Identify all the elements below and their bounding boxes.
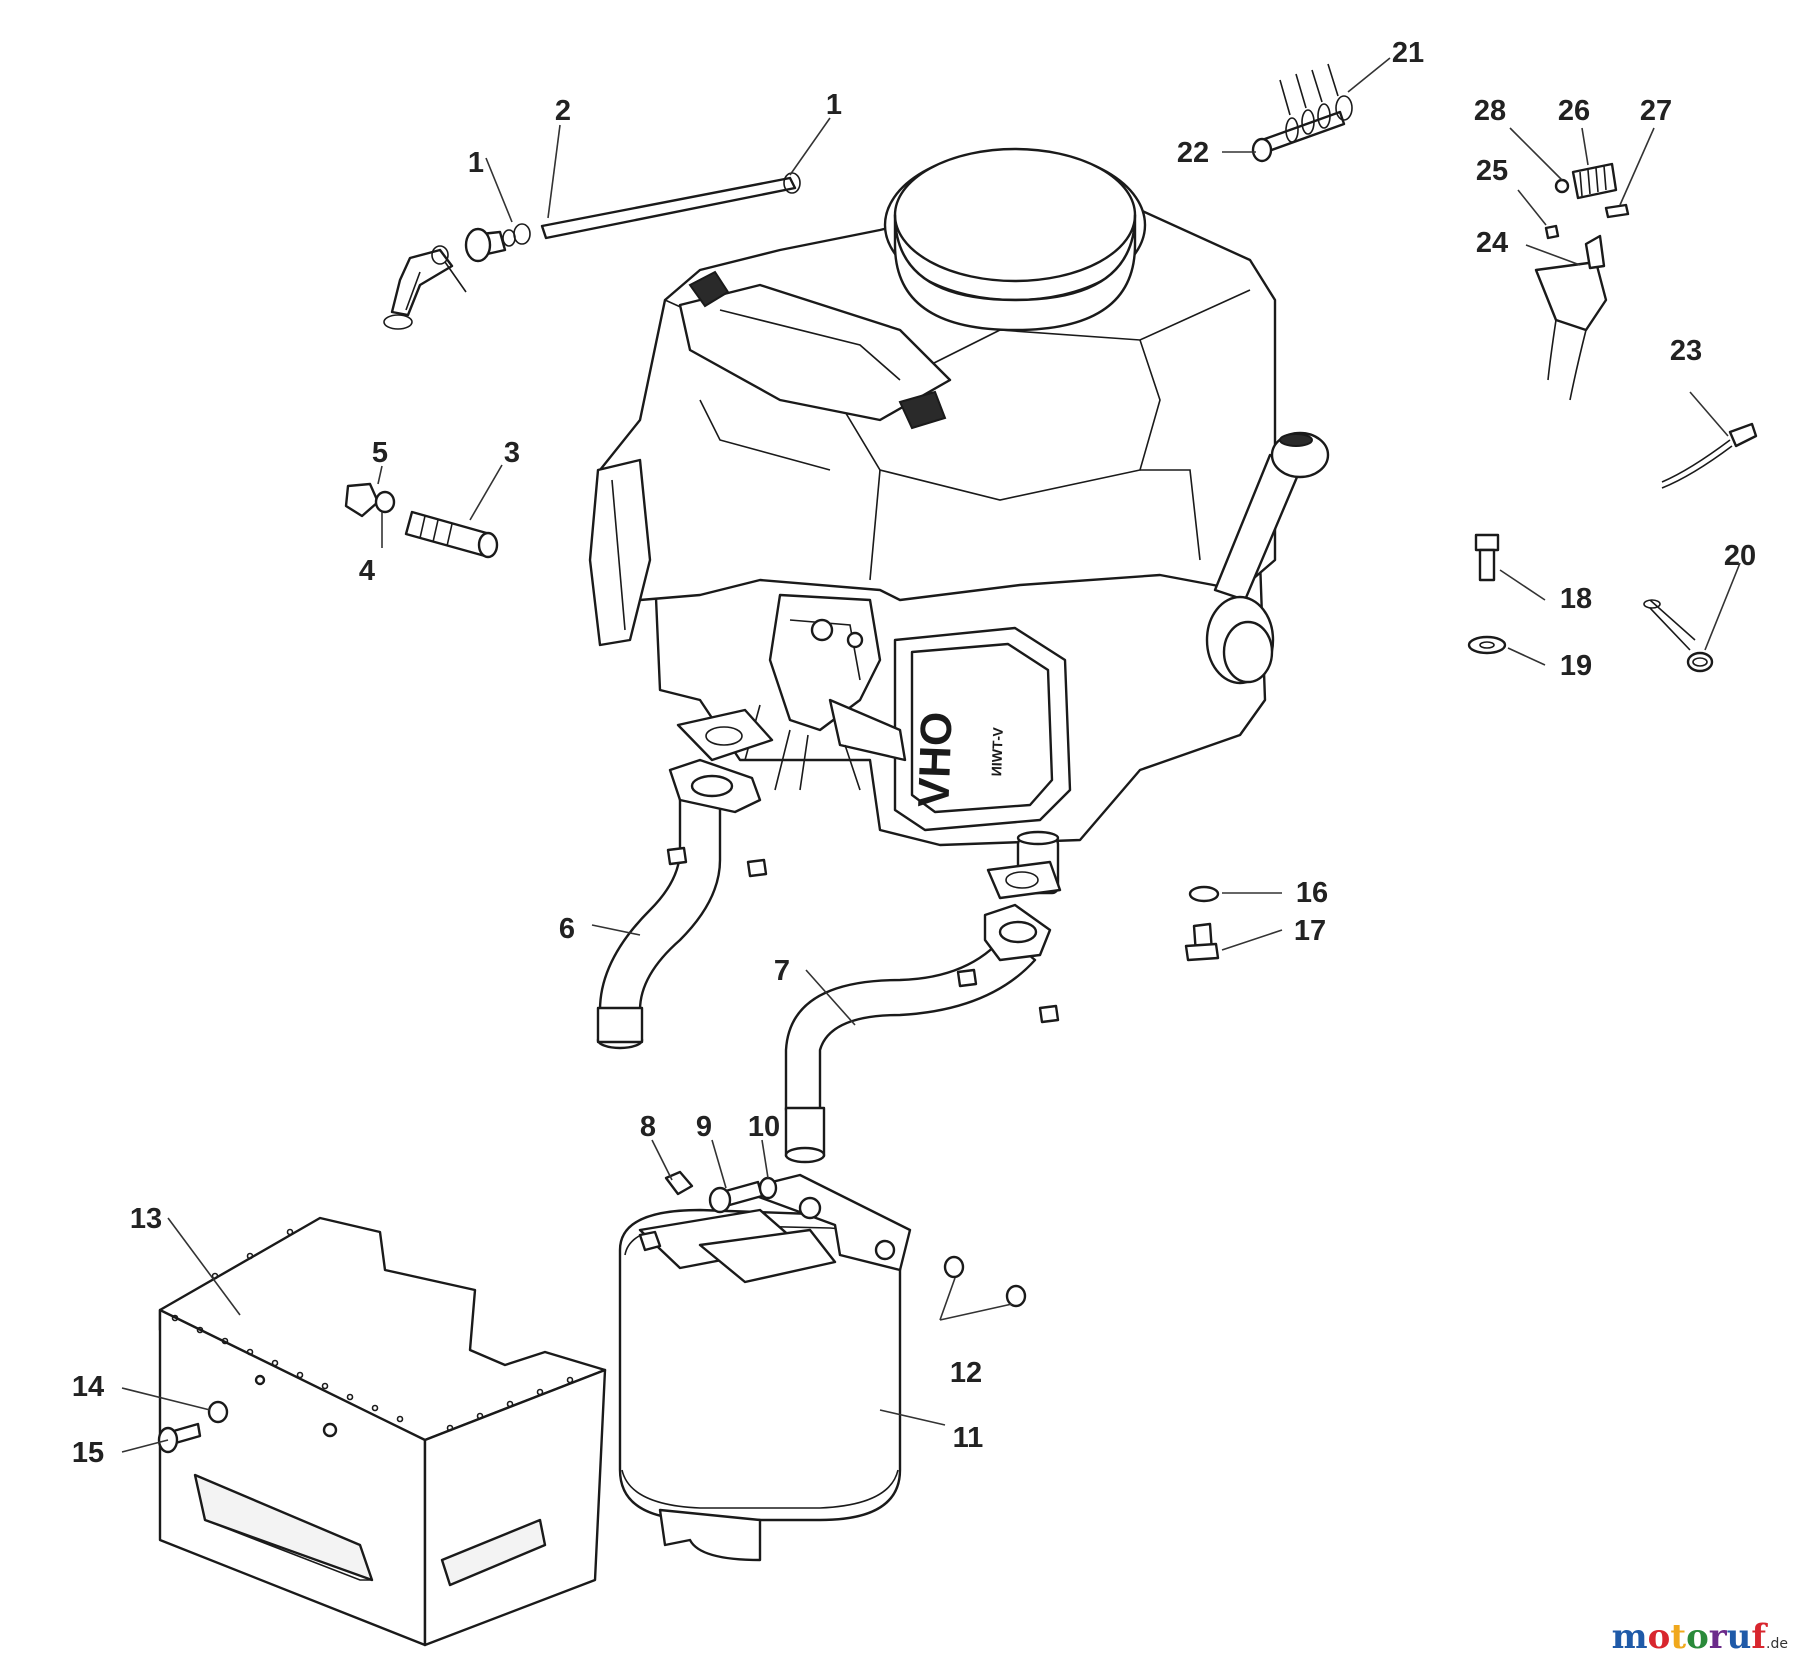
spark-plug-wires-21-22 bbox=[1251, 63, 1353, 163]
callout-8: 8 bbox=[640, 1111, 656, 1143]
callout-20: 20 bbox=[1724, 540, 1756, 572]
engine-assembly: OHV V-TWIN bbox=[588, 147, 1330, 895]
callout-26: 26 bbox=[1558, 95, 1590, 127]
callout-11: 11 bbox=[953, 1422, 984, 1454]
callout-22: 22 bbox=[1177, 137, 1209, 169]
oil-fill-tube bbox=[1213, 431, 1330, 602]
callout-labels: 1 2 1 3 4 5 6 7 8 9 10 11 12 13 14 15 16… bbox=[72, 37, 1756, 1469]
callout-12: 12 bbox=[950, 1357, 982, 1389]
brand-watermark-text: motoruf bbox=[1612, 1617, 1766, 1657]
cable-23 bbox=[1661, 422, 1758, 489]
callout-19: 19 bbox=[1560, 650, 1592, 682]
callout-23: 23 bbox=[1670, 335, 1702, 367]
brand-letter: u bbox=[1726, 1617, 1752, 1657]
callout-21: 21 bbox=[1392, 37, 1424, 69]
carburetor-linkage bbox=[744, 593, 907, 791]
callout-3: 3 bbox=[504, 437, 520, 469]
callout-27: 27 bbox=[1640, 95, 1672, 127]
callout-25: 25 bbox=[1476, 155, 1508, 187]
heat-shield-assembly bbox=[157, 1216, 607, 1647]
fuel-line-assembly bbox=[383, 172, 801, 330]
callout-1-right: 1 bbox=[826, 89, 842, 121]
exhaust-pipe-right bbox=[784, 860, 1062, 1164]
callout-17: 17 bbox=[1294, 915, 1326, 947]
callout-7: 7 bbox=[774, 955, 790, 987]
engine-sublabel: V-TWIN bbox=[988, 727, 1006, 777]
brand-letter: o bbox=[1686, 1617, 1709, 1657]
hardware-18-19 bbox=[1467, 533, 1507, 655]
fitting-parts-3-5 bbox=[344, 482, 499, 559]
engine-label: OHV bbox=[909, 711, 961, 809]
callout-13: 13 bbox=[130, 1203, 162, 1235]
spring-clip-20 bbox=[1643, 599, 1714, 673]
brand-letter: t bbox=[1670, 1617, 1687, 1657]
callout-1-left: 1 bbox=[468, 147, 484, 179]
callout-14: 14 bbox=[72, 1371, 104, 1403]
callout-5: 5 bbox=[372, 437, 388, 469]
leader-lines bbox=[121, 57, 1741, 1453]
exhaust-pipe-left bbox=[596, 708, 774, 1050]
callout-18: 18 bbox=[1560, 583, 1592, 615]
brand-watermark-tld: .de bbox=[1766, 1636, 1788, 1652]
callout-6: 6 bbox=[559, 913, 575, 945]
callout-24: 24 bbox=[1476, 227, 1508, 259]
brand-letter: o bbox=[1647, 1617, 1671, 1657]
muffler-assembly bbox=[618, 1170, 1027, 1562]
brand-watermark: motoruf.de bbox=[1612, 1617, 1788, 1657]
valve-cover: OHV V-TWIN bbox=[893, 626, 1072, 832]
callout-2: 2 bbox=[555, 95, 571, 127]
callout-4: 4 bbox=[359, 555, 375, 587]
throttle-control-24-28 bbox=[1534, 162, 1630, 401]
brand-letter: r bbox=[1708, 1617, 1727, 1657]
callout-28: 28 bbox=[1474, 95, 1506, 127]
callout-16: 16 bbox=[1296, 877, 1328, 909]
callout-10: 10 bbox=[748, 1111, 780, 1143]
callout-9: 9 bbox=[696, 1111, 712, 1143]
brand-letter: f bbox=[1751, 1617, 1767, 1657]
callout-15: 15 bbox=[72, 1437, 104, 1469]
hardware-16-17 bbox=[1184, 885, 1220, 962]
brand-letter: m bbox=[1611, 1617, 1648, 1657]
